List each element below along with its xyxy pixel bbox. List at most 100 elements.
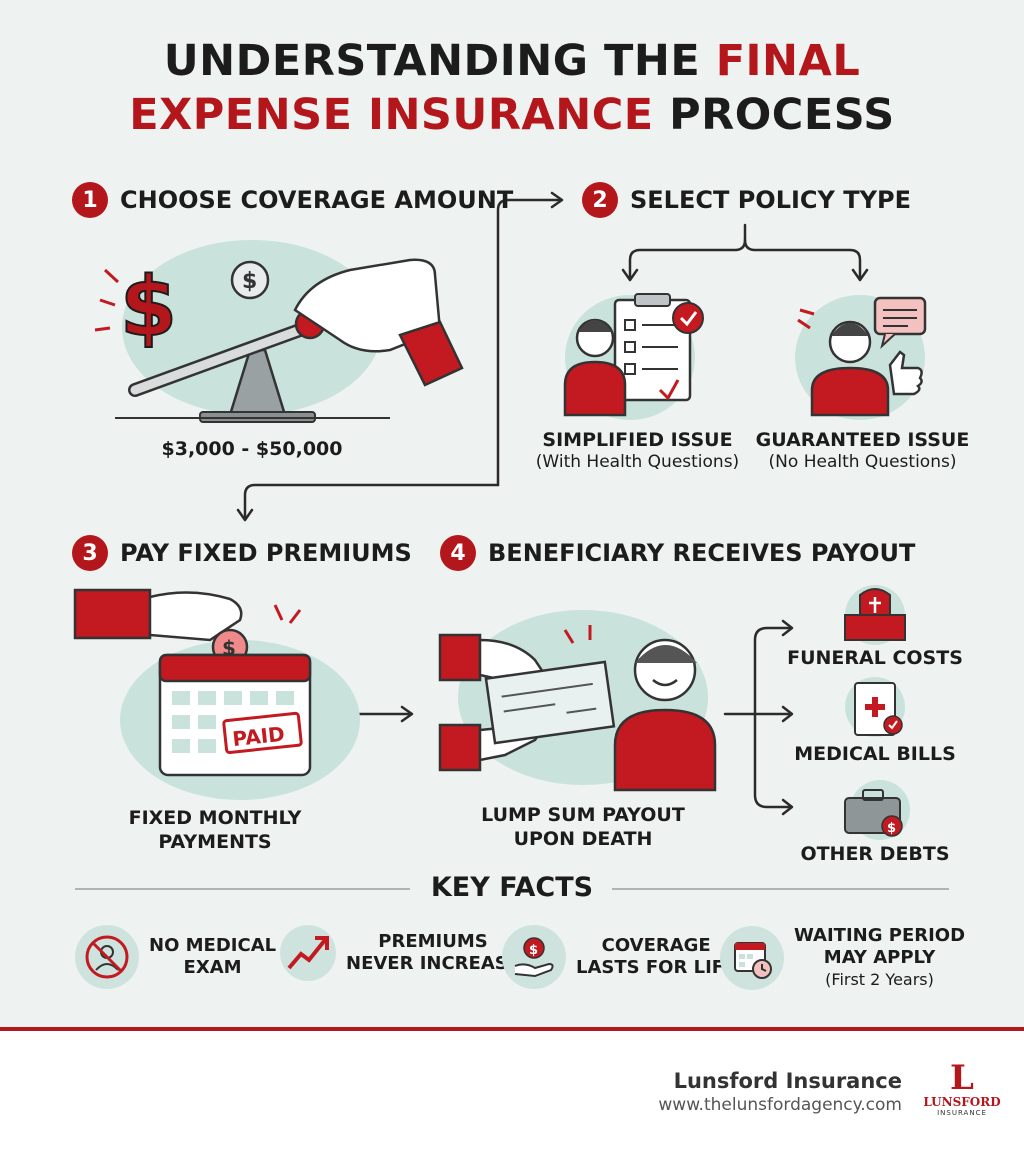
step-3-caption: FIXED MONTHLY PAYMENTS <box>100 806 330 854</box>
footer-company-block: Lunsford Insurance www.thelunsfordagency… <box>658 1069 902 1115</box>
speech-bubble-icon <box>873 296 927 336</box>
footer: Lunsford Insurance www.thelunsfordagency… <box>0 1027 1024 1154</box>
arrowhead-debts <box>781 798 794 816</box>
step-3-header: 3 PAY FIXED PREMIUMS <box>72 535 412 571</box>
step-2-number: 2 <box>582 182 618 218</box>
fact-1-line2: EXAM <box>183 957 242 978</box>
arrowhead-3-4 <box>400 705 414 723</box>
step-2-title: SELECT POLICY TYPE <box>630 186 912 214</box>
use-funeral-costs: FUNERAL COSTS <box>787 647 963 669</box>
option-simplified-label: SIMPLIFIED ISSUE <box>542 429 733 451</box>
step-3-title: PAY FIXED PREMIUMS <box>120 539 412 567</box>
logo-text: LUNSFORD <box>923 1095 1001 1109</box>
connector-split-right <box>743 238 862 280</box>
guaranteed-issue-illustration <box>797 296 927 417</box>
key-facts-heading: KEY FACTS <box>430 872 594 903</box>
use-medical-bills: MEDICAL BILLS <box>794 743 956 765</box>
arrowhead-split-left <box>621 268 639 282</box>
person-body <box>563 360 627 417</box>
hand-icon <box>293 258 442 353</box>
person-body <box>810 366 890 417</box>
fact-4-line3: (First 2 Years) <box>825 970 934 989</box>
check-badge-icon <box>672 302 704 334</box>
arrowhead-medical <box>781 705 794 723</box>
connector-1-2 <box>496 198 562 487</box>
title-line1-red: FINAL <box>715 36 861 86</box>
step-4-caption: LUMP SUM PAYOUT UPON DEATH <box>468 803 698 851</box>
funeral-icon <box>844 585 906 645</box>
arrowhead-2-3 <box>236 508 254 522</box>
coin-icon <box>230 260 270 300</box>
paid-stamp <box>222 711 303 754</box>
step-4-header: 4 BENEFICIARY RECEIVES PAYOUT <box>440 535 915 571</box>
divider-left <box>75 888 410 890</box>
fact-3-line2: LASTS FOR LIFE <box>576 957 737 978</box>
svg-text:$: $ <box>242 269 257 294</box>
thumbs-up-icon <box>888 350 923 396</box>
connector-use-funeral <box>753 626 792 716</box>
connector-split-left <box>628 223 747 280</box>
step-1-header: 1 CHOOSE COVERAGE AMOUNT <box>72 182 513 218</box>
check-paper-icon <box>484 660 616 745</box>
step-3-caption-line2: PAYMENTS <box>158 831 272 853</box>
medical-bills-icon <box>845 677 905 737</box>
fact-2-line2: NEVER INCREASE <box>346 953 521 974</box>
step-4-caption-line1: LUMP SUM PAYOUT <box>481 804 685 826</box>
option-guaranteed-sub: (No Health Questions) <box>768 452 957 472</box>
footer-url[interactable]: www.thelunsfordagency.com <box>658 1095 902 1115</box>
step-4-number: 4 <box>440 535 476 571</box>
logo-mark: L <box>950 1058 974 1098</box>
divider-right <box>612 888 949 890</box>
use-other-debts: OTHER DEBTS <box>800 843 950 865</box>
trend-arrow-icon <box>280 925 336 981</box>
step-4-caption-line2: UPON DEATH <box>513 828 653 850</box>
step-4-title: BENEFICIARY RECEIVES PAYOUT <box>488 539 916 567</box>
sleeve-cuff <box>398 320 464 387</box>
premium-calendar-illustration: $ PAID <box>73 588 312 777</box>
title-line2-red: EXPENSE INSURANCE <box>129 90 654 140</box>
option-simplified: SIMPLIFIED ISSUE (With Health Questions) <box>530 428 745 472</box>
page-title: UNDERSTANDING THE FINAL EXPENSE INSURANC… <box>0 34 1024 142</box>
option-simplified-sub: (With Health Questions) <box>535 452 740 472</box>
simplified-issue-illustration <box>563 293 704 417</box>
flow-connectors <box>236 191 869 816</box>
option-guaranteed-label: GUARANTEED ISSUE <box>755 429 970 451</box>
payout-illustration <box>438 625 717 792</box>
no-exam-icon <box>75 925 139 989</box>
dollar-sign-icon: $ <box>120 260 177 355</box>
arrowhead-funeral <box>781 619 794 637</box>
fact-4-line1: WAITING PERIOD <box>794 925 966 946</box>
coverage-range: $3,000 - $50,000 <box>161 438 343 460</box>
connector-use-debts <box>753 712 792 809</box>
logo-sub: INSURANCE <box>937 1109 987 1117</box>
hand-coin-icon: $ <box>502 925 566 989</box>
lunsford-logo: L LUNSFORD INSURANCE <box>922 1061 1002 1117</box>
calendar-clock-icon <box>720 926 784 990</box>
paid-stamp-text: PAID <box>231 722 286 751</box>
step-3-caption-line1: FIXED MONTHLY <box>128 807 302 829</box>
title-line2-black: PROCESS <box>669 90 895 140</box>
fact-4-line2: MAY APPLY <box>823 947 936 968</box>
fact-2-line1: PREMIUMS <box>378 931 488 952</box>
connector-2-3 <box>243 483 500 520</box>
sleeve-cuff <box>73 588 152 640</box>
step-1-title: CHOOSE COVERAGE AMOUNT <box>120 186 514 214</box>
arrowhead-1-2 <box>550 191 564 209</box>
svg-text:$: $ <box>887 821 896 836</box>
sleeve-cuff <box>438 633 482 682</box>
svg-text:$: $ <box>529 943 538 958</box>
step-3-number: 3 <box>72 535 108 571</box>
fact-3-line1: COVERAGE <box>601 935 711 956</box>
coverage-scale-illustration: $ $ <box>94 258 464 423</box>
beneficiary-body <box>613 708 717 792</box>
title-line1-black: UNDERSTANDING THE <box>163 36 701 86</box>
step-1-number: 1 <box>72 182 108 218</box>
fact-1-line1: NO MEDICAL <box>149 935 277 956</box>
footer-company: Lunsford Insurance <box>673 1069 902 1093</box>
option-guaranteed: GUARANTEED ISSUE (No Health Questions) <box>755 428 970 472</box>
hand-icon <box>148 591 243 642</box>
